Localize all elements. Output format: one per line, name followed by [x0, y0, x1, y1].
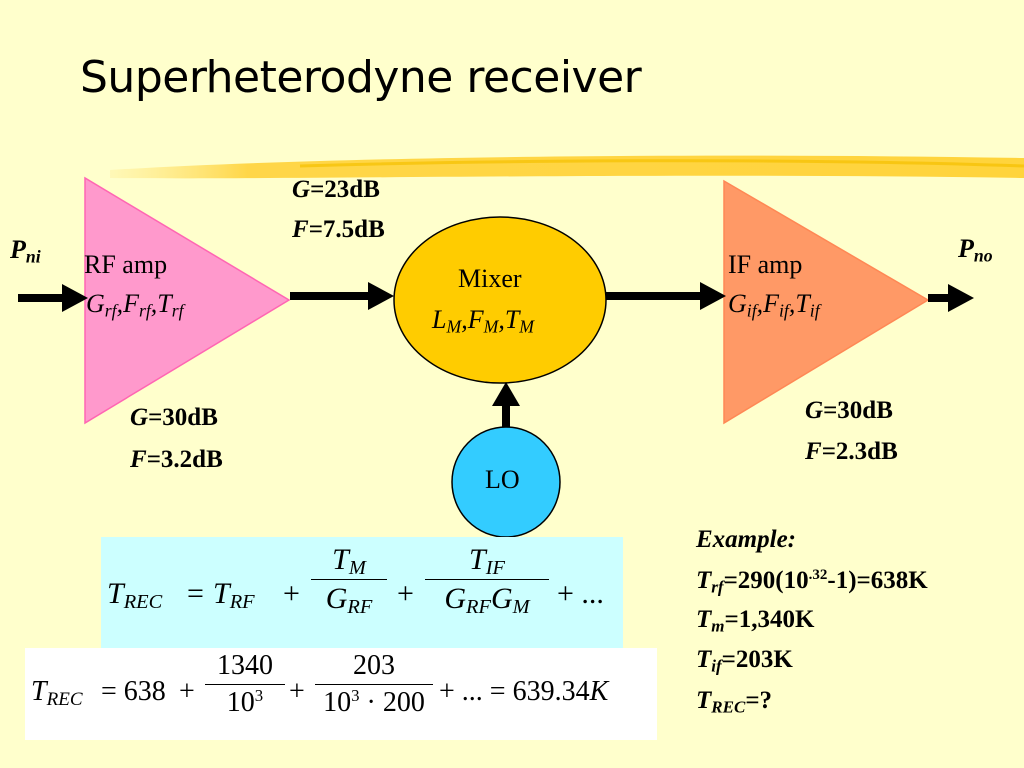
- example-formula: TREC = 638 + 1340 103 + 203 103 · 200 + …: [25, 648, 657, 740]
- example-heading: Example:: [696, 526, 796, 553]
- example-line-tif: Tif=203K: [696, 646, 793, 676]
- formula2-lhs: TREC: [31, 676, 83, 710]
- formula2-eq: = 638: [101, 676, 166, 707]
- rf-amp-triangle: [84, 176, 291, 425]
- title-underline-highlight: [110, 155, 1024, 179]
- formula1-eq: =: [187, 577, 204, 610]
- formula2-frac1: 1340 103: [205, 650, 285, 719]
- if-amp-params: Gif,Fif,Tif: [728, 289, 820, 321]
- mixer-gain: G=23dB: [292, 176, 380, 203]
- friis-formula: TREC = TRF + TM GRF + TIF GRFGM + ...: [101, 537, 623, 653]
- page-title: Superheterodyne receiver: [80, 52, 642, 103]
- formula2-plus1: +: [179, 676, 195, 707]
- formula1-lhs: TREC: [107, 577, 163, 614]
- mixer-name: Mixer: [458, 264, 522, 293]
- formula1-frac1: TM GRF: [311, 543, 387, 617]
- lo-to-mixer-arrow: [492, 382, 520, 406]
- example-line-trec: TREC=?: [696, 687, 773, 717]
- example-line-tm: Tm=1,340K: [696, 606, 815, 636]
- if-amp-noise-figure: F=2.3dB: [805, 438, 898, 465]
- rf-amp-params: Grf,Frf,Trf: [86, 289, 184, 321]
- rf-amp-noise-figure: F=3.2dB: [130, 446, 223, 473]
- rf-to-mixer-arrow: [368, 282, 394, 310]
- output-arrow: [948, 284, 974, 312]
- formula2-plus2: +: [289, 676, 305, 707]
- rf-amp-name: RF amp: [84, 250, 168, 279]
- input-arrow: [62, 284, 88, 312]
- formula1-frac2: TIF GRFGM: [425, 543, 549, 617]
- formula1-plus2: +: [397, 577, 414, 610]
- rf-amp-gain: G=30dB: [130, 404, 218, 431]
- formula1-trf: TRF: [213, 577, 255, 614]
- formula1-plus1: +: [283, 577, 300, 610]
- mixer-params: LM,FM,TM: [432, 305, 535, 337]
- mixer-circle: [393, 216, 607, 384]
- formula1-tail: + ...: [557, 577, 604, 610]
- formula2-tail: + ... = 639.34K: [439, 676, 609, 707]
- input-power-label: Pni: [10, 235, 41, 267]
- if-amp-name: IF amp: [728, 250, 803, 279]
- if-amp-triangle: [723, 179, 930, 425]
- output-power-label: Pno: [958, 234, 993, 266]
- mixer-noise-figure: F=7.5dB: [292, 216, 385, 243]
- lo-name: LO: [485, 465, 520, 494]
- mixer-to-if-arrow: [700, 282, 726, 310]
- formula2-frac2: 203 103 · 200: [315, 650, 433, 719]
- example-line-trf: Trf=290(10.32-1)=638K: [696, 567, 928, 597]
- if-amp-gain: G=30dB: [805, 397, 893, 424]
